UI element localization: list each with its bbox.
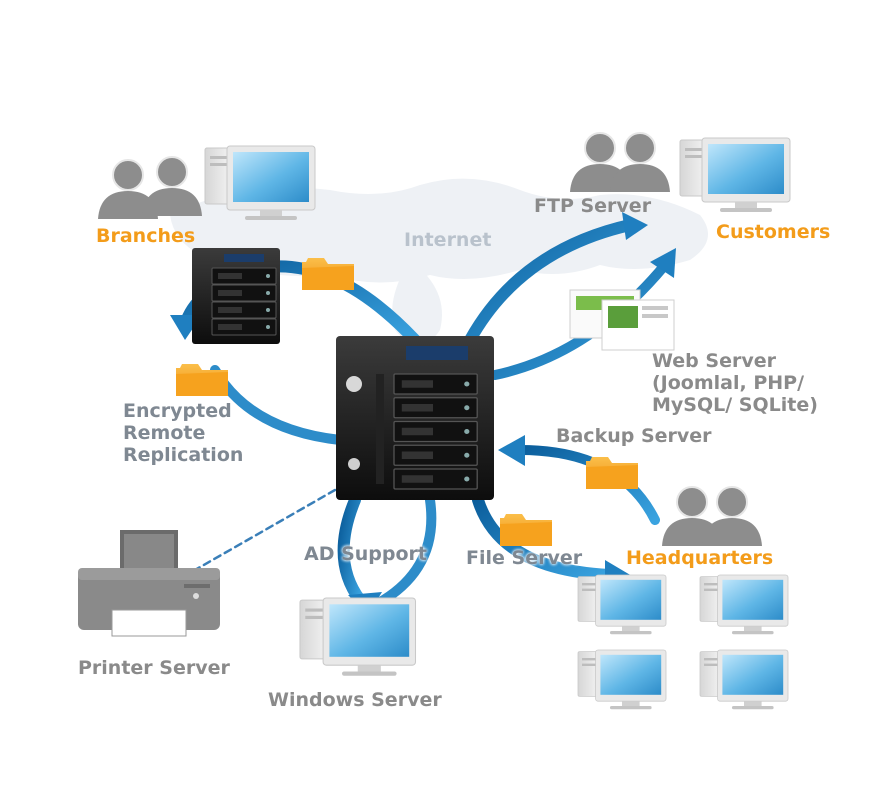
backup-server-label: Backup Server — [556, 425, 712, 447]
branches-label: Branches — [96, 225, 196, 247]
headquarters-group — [577, 486, 789, 710]
computer-icon — [577, 649, 667, 710]
computer-icon — [699, 574, 789, 635]
arrow-to-windows-b — [370, 495, 437, 610]
internet-label: Internet — [404, 229, 492, 251]
computer-icon — [577, 574, 667, 635]
printer-server-label: Printer Server — [78, 657, 230, 679]
printer-link — [193, 488, 337, 572]
printer-icon — [78, 530, 220, 637]
webpage-icon — [569, 289, 675, 351]
encrypted-replication-label: Encrypted Remote Replication — [123, 400, 244, 466]
person-icon — [609, 132, 671, 193]
headquarters-label: Headquarters — [626, 547, 774, 569]
arrow-to-ftp — [464, 219, 636, 346]
ad-support-label: AD Support — [304, 543, 428, 565]
person-icon — [701, 486, 763, 547]
web-server-label: Web Server (Joomlal, PHP/ MySQL/ SQLite) — [652, 350, 818, 416]
ftp-server-label: FTP Server — [534, 195, 652, 217]
windows-server-label: Windows Server — [268, 689, 442, 711]
folder-icon — [500, 514, 552, 546]
computer-icon — [679, 137, 791, 213]
computer-icon — [699, 649, 789, 710]
folder-icon — [176, 364, 228, 396]
arrow-web-arrowhead — [650, 248, 676, 278]
arrow-ftp-arrowhead — [622, 212, 648, 240]
nas-icon — [336, 336, 494, 500]
arrow-backup-arrowhead — [498, 435, 525, 466]
arrow-to-windows-a — [337, 494, 366, 606]
customers-label: Customers — [716, 221, 831, 243]
file-server-label: File Server — [466, 547, 583, 569]
computer-icon — [299, 597, 417, 677]
branch-nas-icon — [192, 248, 280, 344]
arrow-to-headquarters — [472, 494, 616, 581]
person-icon — [141, 156, 203, 217]
folder-icon — [586, 457, 638, 489]
